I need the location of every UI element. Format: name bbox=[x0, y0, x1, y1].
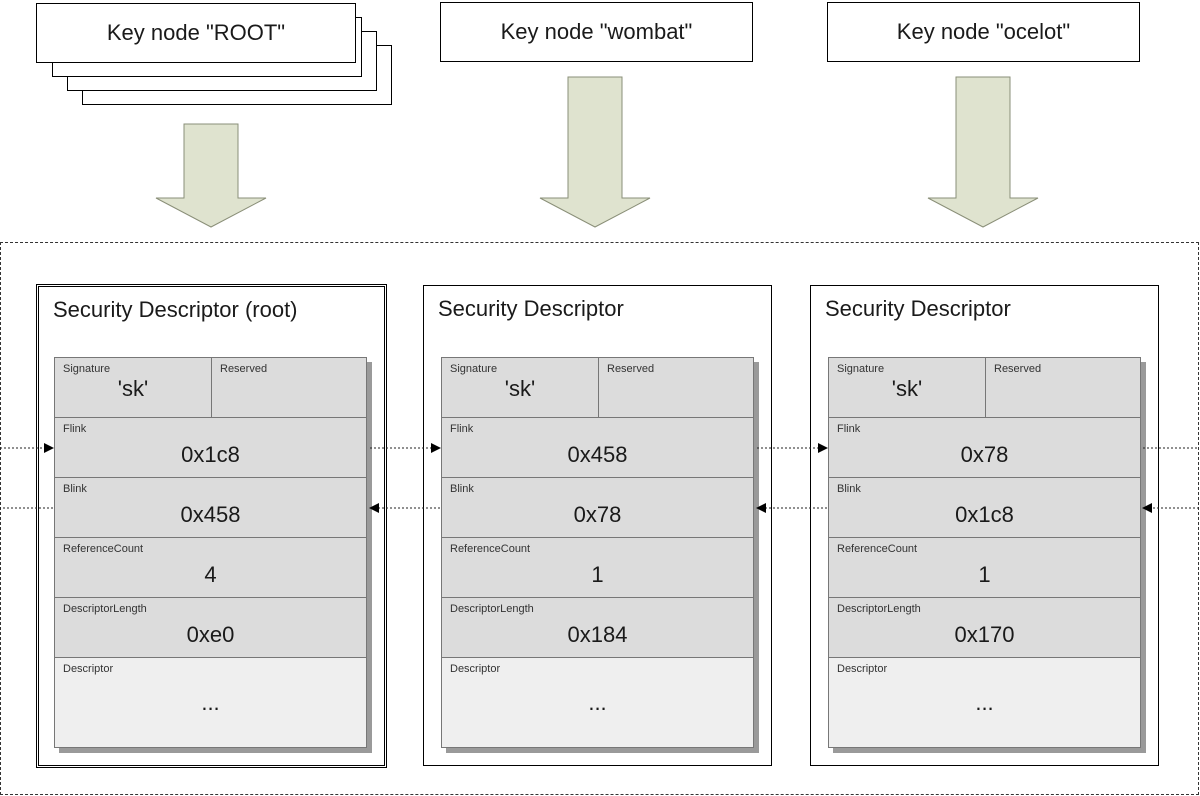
field-row: DescriptorLength 0xe0 bbox=[54, 597, 367, 658]
field-name: Flink bbox=[63, 423, 87, 435]
field-row: ReferenceCount 1 bbox=[828, 537, 1141, 598]
field-name: Flink bbox=[837, 423, 861, 435]
field-name: DescriptorLength bbox=[837, 603, 921, 615]
field-name: Signature bbox=[450, 363, 498, 375]
field-name: Reserved bbox=[607, 363, 655, 375]
signature-cell: Signature 'sk' bbox=[442, 358, 599, 417]
field-name: Blink bbox=[63, 483, 87, 495]
signature-cell: Signature 'sk' bbox=[55, 358, 212, 417]
field-name: Signature bbox=[837, 363, 885, 375]
arrow-wombat-icon bbox=[539, 76, 651, 228]
panel-title: Security Descriptor (root) bbox=[53, 297, 298, 322]
field-row: Flink 0x458 bbox=[441, 417, 754, 478]
field-value: 4 bbox=[204, 562, 217, 587]
field-row: ReferenceCount 1 bbox=[441, 537, 754, 598]
field-name: Descriptor bbox=[450, 663, 501, 675]
field-value: ... bbox=[201, 690, 220, 715]
field-name: Flink bbox=[450, 423, 474, 435]
field-name: ReferenceCount bbox=[63, 543, 144, 555]
field-name: Reserved bbox=[220, 363, 268, 375]
field-value: 0x78 bbox=[573, 502, 622, 527]
panel-title: Security Descriptor bbox=[825, 296, 1011, 321]
key-node-wombat: Key node "wombat" bbox=[440, 2, 753, 62]
arrow-ocelot-icon bbox=[927, 76, 1039, 228]
signature-cell: Signature 'sk' bbox=[829, 358, 986, 417]
field-row: Descriptor ... bbox=[54, 657, 367, 748]
field-value: 'sk' bbox=[504, 376, 536, 401]
field-row: DescriptorLength 0x170 bbox=[828, 597, 1141, 658]
field-name: Descriptor bbox=[837, 663, 888, 675]
field-value: ... bbox=[588, 690, 607, 715]
panel-title: Security Descriptor bbox=[438, 296, 624, 321]
reserved-cell: Reserved bbox=[599, 358, 753, 417]
field-value: 'sk' bbox=[117, 376, 149, 401]
field-value: 0x458 bbox=[567, 442, 628, 467]
reserved-cell: Reserved bbox=[212, 358, 366, 417]
field-row: DescriptorLength 0x184 bbox=[441, 597, 754, 658]
field-value: 'sk' bbox=[891, 376, 923, 401]
down-arrows bbox=[155, 76, 1039, 228]
field-value: 1 bbox=[978, 562, 991, 587]
field-name: Reserved bbox=[994, 363, 1042, 375]
field-name: Signature bbox=[63, 363, 111, 375]
key-node-ocelot: Key node "ocelot" bbox=[827, 2, 1140, 62]
field-value: 0x1c8 bbox=[955, 502, 1014, 527]
field-name: ReferenceCount bbox=[450, 543, 531, 555]
field-value: 0x1c8 bbox=[181, 442, 240, 467]
field-row: Descriptor ... bbox=[441, 657, 754, 748]
signature-row: Signature 'sk' Reserved bbox=[828, 357, 1141, 418]
field-value: 0x458 bbox=[180, 502, 241, 527]
field-value: 0x78 bbox=[960, 442, 1009, 467]
field-value: 0xe0 bbox=[186, 622, 235, 647]
key-node-root: Key node "ROOT" bbox=[36, 3, 356, 63]
field-name: Descriptor bbox=[63, 663, 114, 675]
field-row: Flink 0x78 bbox=[828, 417, 1141, 478]
field-name: Blink bbox=[450, 483, 474, 495]
field-name: DescriptorLength bbox=[450, 603, 534, 615]
signature-row: Signature 'sk' Reserved bbox=[54, 357, 367, 418]
field-name: ReferenceCount bbox=[837, 543, 918, 555]
descriptor-region bbox=[0, 242, 1199, 795]
field-row: Descriptor ... bbox=[828, 657, 1141, 748]
field-row: Blink 0x78 bbox=[441, 477, 754, 538]
field-name: Blink bbox=[837, 483, 861, 495]
field-value: 0x170 bbox=[954, 622, 1015, 647]
field-name: DescriptorLength bbox=[63, 603, 147, 615]
reserved-cell: Reserved bbox=[986, 358, 1140, 417]
arrow-root-icon bbox=[155, 123, 267, 228]
field-value: 1 bbox=[591, 562, 604, 587]
field-row: Flink 0x1c8 bbox=[54, 417, 367, 478]
signature-row: Signature 'sk' Reserved bbox=[441, 357, 754, 418]
field-value: 0x184 bbox=[567, 622, 628, 647]
field-value: ... bbox=[975, 690, 994, 715]
field-row: ReferenceCount 4 bbox=[54, 537, 367, 598]
